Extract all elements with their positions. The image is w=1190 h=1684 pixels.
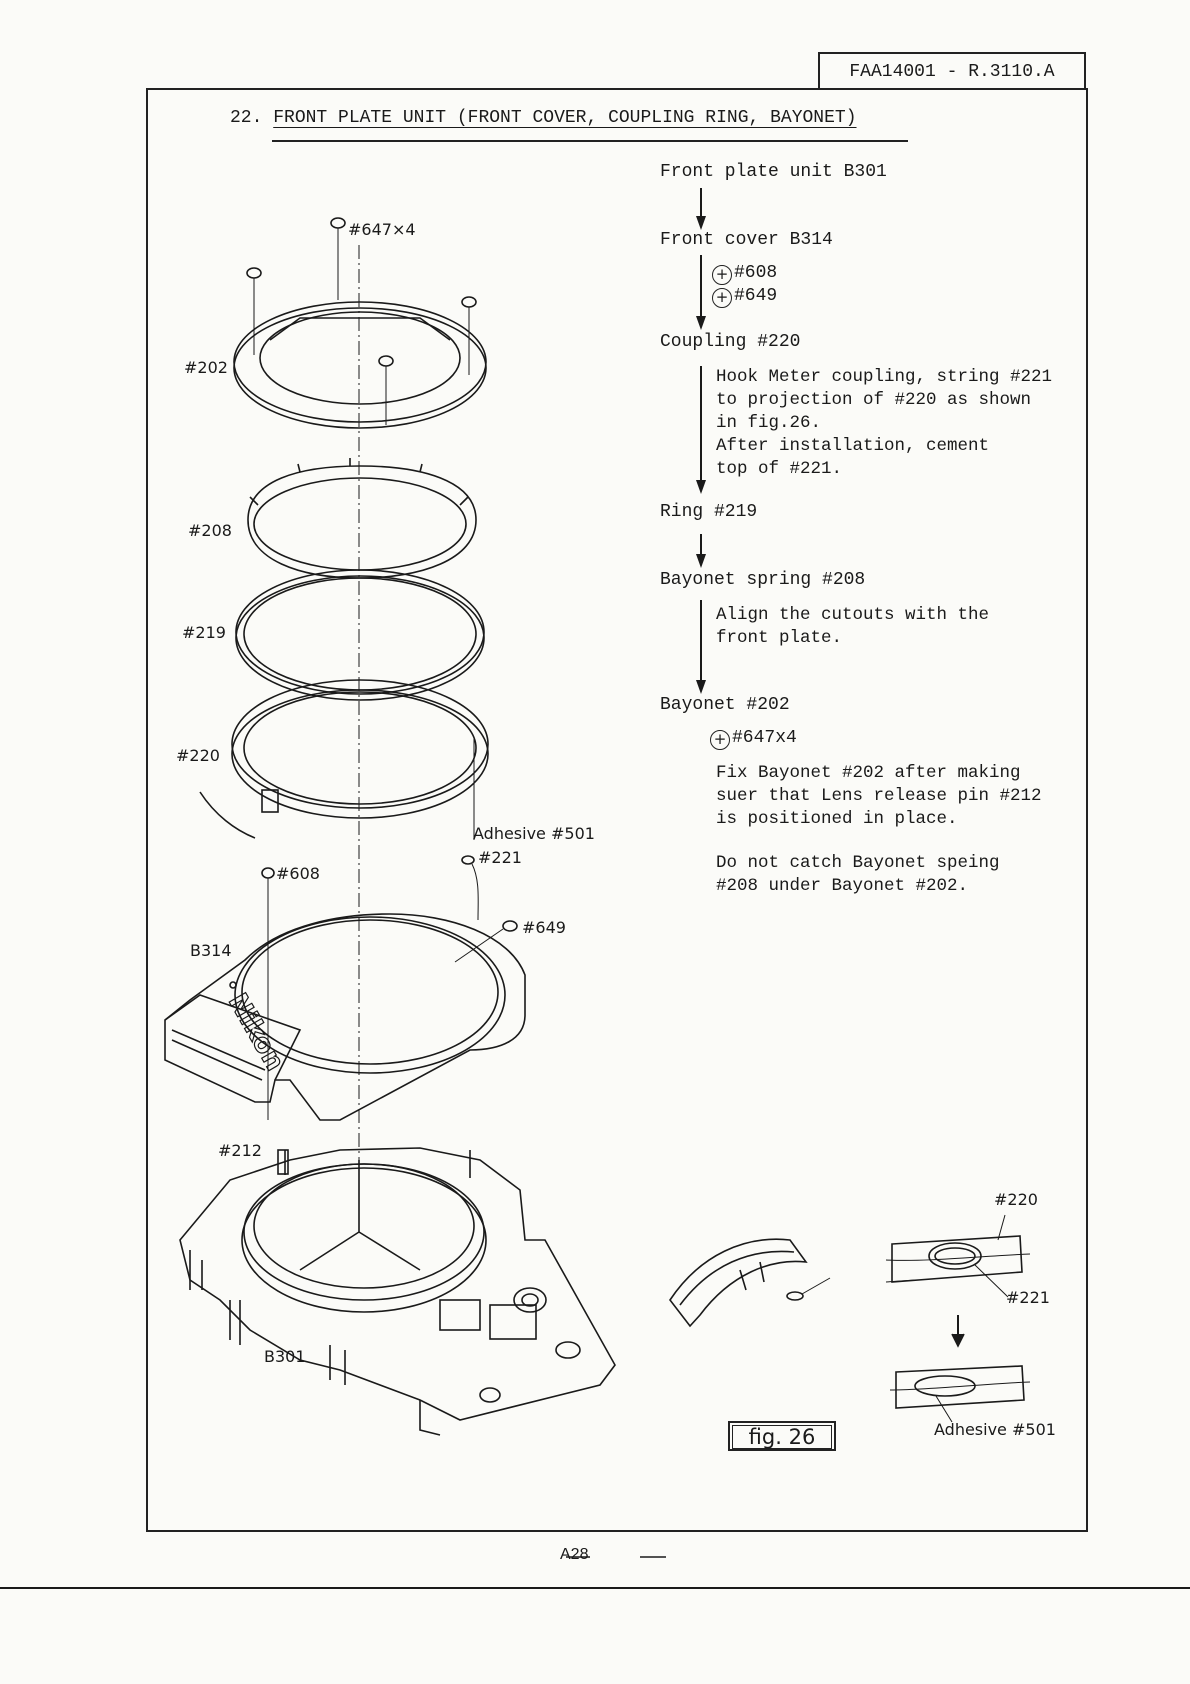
plus-screw-icon: + <box>712 265 732 285</box>
label-202: #202 <box>184 358 228 377</box>
screw-icon <box>378 355 394 425</box>
string-221-drawing <box>461 855 479 921</box>
label-b301: B301 <box>264 1347 306 1366</box>
screw-icon <box>246 267 262 355</box>
screw-icon <box>454 920 518 963</box>
note-bayonet-spring: Align the cutouts with the front plate. <box>716 605 990 648</box>
note-bayonet-caution: Do not catch Bayonet speing #208 under B… <box>716 853 1000 896</box>
label-220: #220 <box>176 746 220 765</box>
screw-icon <box>330 217 346 300</box>
step-coupling: Coupling #220 <box>660 332 801 352</box>
label-647x4: #647×4 <box>348 220 416 239</box>
fig26-label-221: #221 <box>1006 1288 1050 1307</box>
screw-icon <box>261 867 275 1120</box>
note-bayonet-fix: Fix Bayonet #202 after making suer that … <box>716 763 1042 829</box>
label-221: #221 <box>478 848 522 867</box>
label-208: #208 <box>188 521 232 540</box>
page-frame <box>146 88 1088 1532</box>
coupling-220-drawing <box>199 679 489 840</box>
note-coupling: Hook Meter coupling, string #221 to proj… <box>716 367 1053 479</box>
screw-647-row: +#647x4 <box>710 728 797 750</box>
step-ring: Ring #219 <box>660 502 758 522</box>
step-front-cover: Front cover B314 <box>660 230 833 250</box>
fig26-caption: fig. 26 <box>728 1421 836 1451</box>
step-bayonet-spring: Bayonet spring #208 <box>660 570 866 590</box>
section-title: 22. FRONT PLATE UNIT (FRONT COVER, COUPL… <box>230 108 857 128</box>
label-608: #608 <box>276 864 320 883</box>
ring-219-drawing <box>235 569 485 701</box>
screw-649-row: +#649 <box>712 286 777 308</box>
document-number: FAA14001 - R.3110.A <box>818 52 1086 88</box>
section-number: 22. <box>230 108 263 128</box>
fig26-drawing <box>669 1214 1031 1423</box>
label-219: #219 <box>182 623 226 642</box>
fig26-label-220: #220 <box>994 1190 1038 1209</box>
title-underline <box>272 140 908 142</box>
plus-screw-icon: + <box>712 288 732 308</box>
fig26-caption-text: fig. 26 <box>732 1425 832 1449</box>
screw-608-row: +#608 <box>712 263 777 285</box>
step-front-plate-unit: Front plate unit B301 <box>660 162 887 182</box>
page-number: A28 <box>560 1546 589 1563</box>
section-title-text: FRONT PLATE UNIT (FRONT COVER, COUPLING … <box>273 108 857 128</box>
label-adhesive-501: Adhesive #501 <box>473 824 595 843</box>
plus-screw-icon: + <box>710 730 730 750</box>
label-649: #649 <box>522 918 566 937</box>
bayonet-202-drawing <box>233 301 487 429</box>
bayonet-spring-208-drawing <box>247 458 477 579</box>
front-plate-unit-b301-drawing <box>179 1147 616 1436</box>
fig26-label-adhesive: Adhesive #501 <box>934 1420 1056 1439</box>
label-212: #212 <box>218 1141 262 1160</box>
step-bayonet: Bayonet #202 <box>660 695 790 715</box>
front-cover-b314-drawing <box>164 913 526 1121</box>
brand-logo: Nikon <box>222 989 290 1076</box>
screw-icon <box>461 296 477 375</box>
label-b314: B314 <box>190 941 232 960</box>
